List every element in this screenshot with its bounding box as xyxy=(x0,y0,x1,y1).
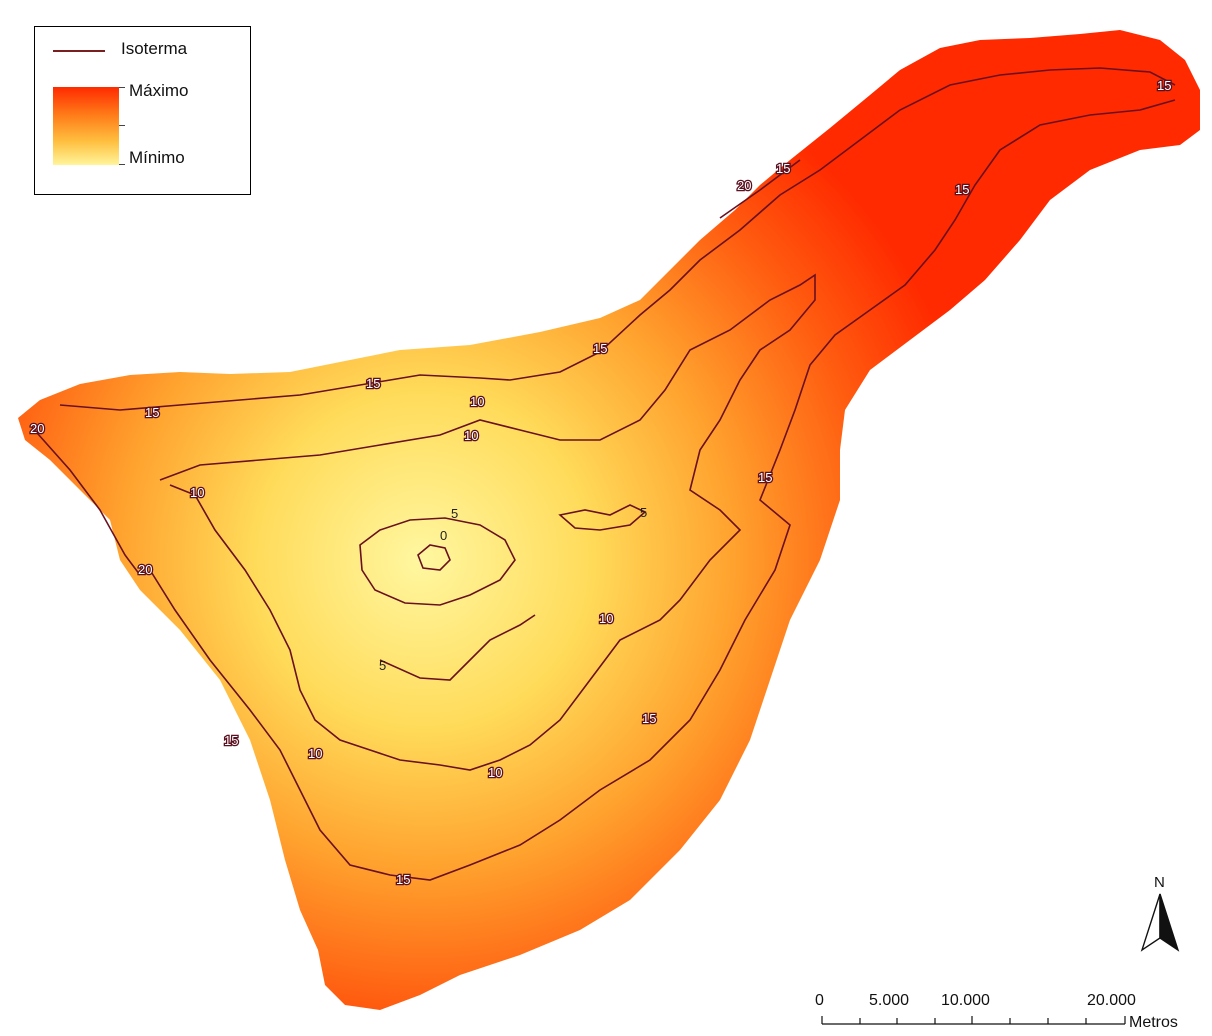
contour-label: 10 xyxy=(308,746,322,761)
contour-label: 15 xyxy=(396,872,410,887)
contour-label: 10 xyxy=(599,611,613,626)
contour-label: 15 xyxy=(1157,78,1171,93)
isotherm-5-south xyxy=(379,614,536,681)
scale-tick-label: 0 xyxy=(815,992,824,1009)
contour-label: 15 xyxy=(145,405,159,420)
isotherm-0 xyxy=(417,544,451,571)
legend-min-label: Mínimo xyxy=(129,148,185,167)
isotherm-10 xyxy=(159,273,816,771)
north-arrow-icon xyxy=(1140,893,1180,952)
island-shape xyxy=(18,30,1200,1010)
contour-label: 15 xyxy=(593,341,607,356)
contour-label: 5 xyxy=(640,505,647,520)
contour-label: 20 xyxy=(30,421,44,436)
isotherm-legend-swatch xyxy=(53,50,105,52)
contour-label: 5 xyxy=(379,658,386,673)
scale-tick-label: 10.000 xyxy=(941,992,990,1009)
contour-label: 10 xyxy=(464,428,478,443)
isotherm-5-summit xyxy=(359,517,516,606)
contour-label: 10 xyxy=(488,765,502,780)
north-label: N xyxy=(1154,874,1165,891)
contour-label: 15 xyxy=(758,470,772,485)
scale-tick-label: 5.000 xyxy=(869,992,910,1009)
contour-label: 15 xyxy=(955,182,969,197)
contour-labels: 15 20 15 15 15 15 10 10 15 20 10 15 5 5 … xyxy=(29,77,1173,889)
contour-label: 5 xyxy=(451,506,458,521)
legend-tick-max xyxy=(119,87,125,88)
contour-label: 10 xyxy=(470,394,484,409)
contour-label: 20 xyxy=(737,178,751,193)
legend-max-label: Máximo xyxy=(129,81,189,100)
legend-box: Isoterma Máximo Mínimo xyxy=(34,26,251,195)
isotherm-20-north xyxy=(29,424,141,576)
isotherm-5-east xyxy=(558,504,647,531)
contour-label: 15 xyxy=(224,733,238,748)
contour-label: 15 xyxy=(366,376,380,391)
north-arrow: N xyxy=(1138,874,1182,952)
scale-tick-label: 20.000 xyxy=(1087,992,1136,1009)
isotherm-lines xyxy=(29,67,1176,881)
isotherm-20-ne xyxy=(719,159,801,219)
legend-tick-min xyxy=(119,164,125,165)
contour-label: 15 xyxy=(776,161,790,176)
isotherm-15 xyxy=(59,67,1176,881)
scale-unit-label: Metros xyxy=(1129,1014,1178,1031)
scale-bar xyxy=(821,1016,1126,1025)
contour-label: 15 xyxy=(642,711,656,726)
legend-tick-mid xyxy=(119,125,125,126)
contour-label: 10 xyxy=(190,485,204,500)
legend-color-ramp xyxy=(53,87,119,165)
legend-isotherm-label: Isoterma xyxy=(121,39,188,58)
contour-label: 0 xyxy=(440,528,447,543)
contour-label: 20 xyxy=(138,562,152,577)
